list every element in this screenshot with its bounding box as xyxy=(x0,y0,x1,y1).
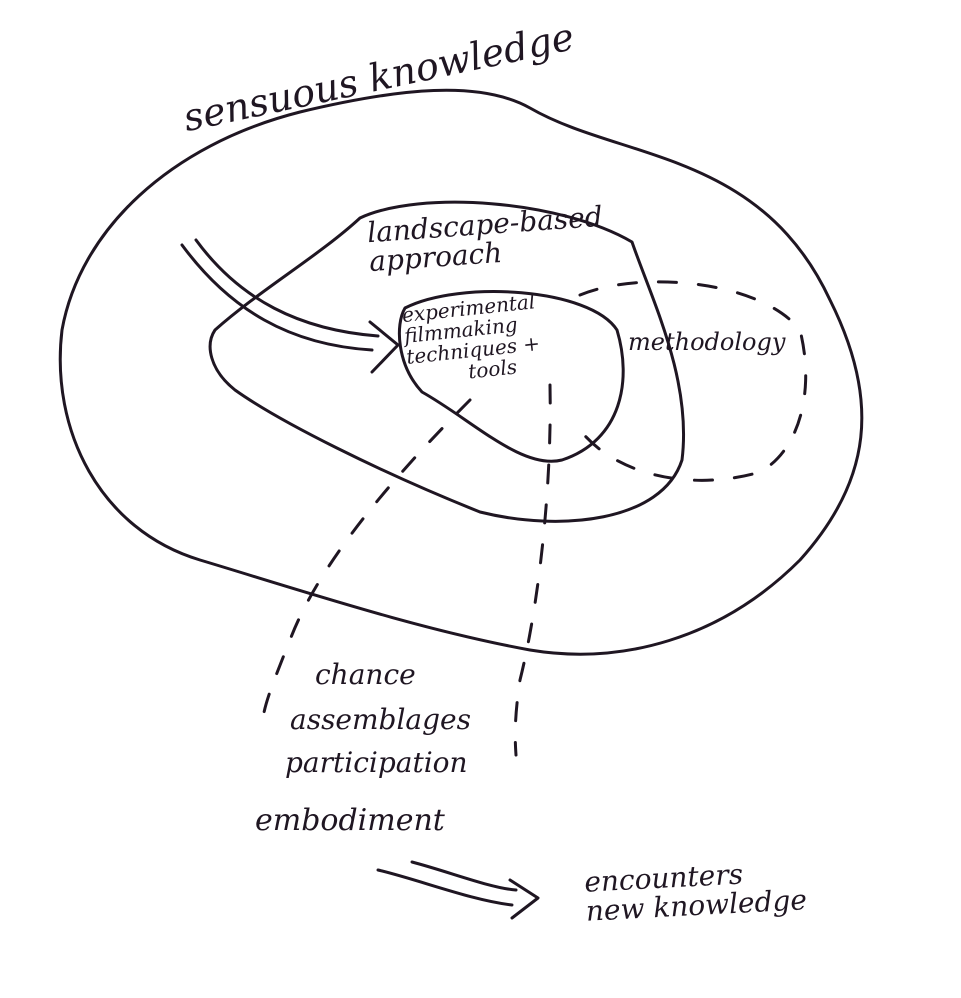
arrow-to-new-knowledge xyxy=(376,860,540,920)
outcome-assemblages: assemblages xyxy=(290,703,471,736)
outcome-embodiment: embodiment xyxy=(255,803,445,838)
dashed-funnel-left xyxy=(260,398,472,732)
methodology-dashed-region xyxy=(578,280,808,482)
middle-region-landscape-approach xyxy=(208,200,686,523)
inner-region-experimental-filmmaking xyxy=(397,290,625,463)
dashed-funnel-right xyxy=(513,383,552,757)
label-experimental-filmmaking: experimental filmmaking techniques + too… xyxy=(401,289,543,389)
label-methodology: methodology xyxy=(628,328,786,356)
outcome-participation: participation xyxy=(285,746,468,779)
outcome-chance: chance xyxy=(315,658,416,691)
arrow-sensuous-to-inner xyxy=(180,238,400,374)
label-encounters-new-knowledge: encounters new knowledge xyxy=(584,856,808,929)
outer-region-sensuous-knowledge xyxy=(58,88,864,656)
